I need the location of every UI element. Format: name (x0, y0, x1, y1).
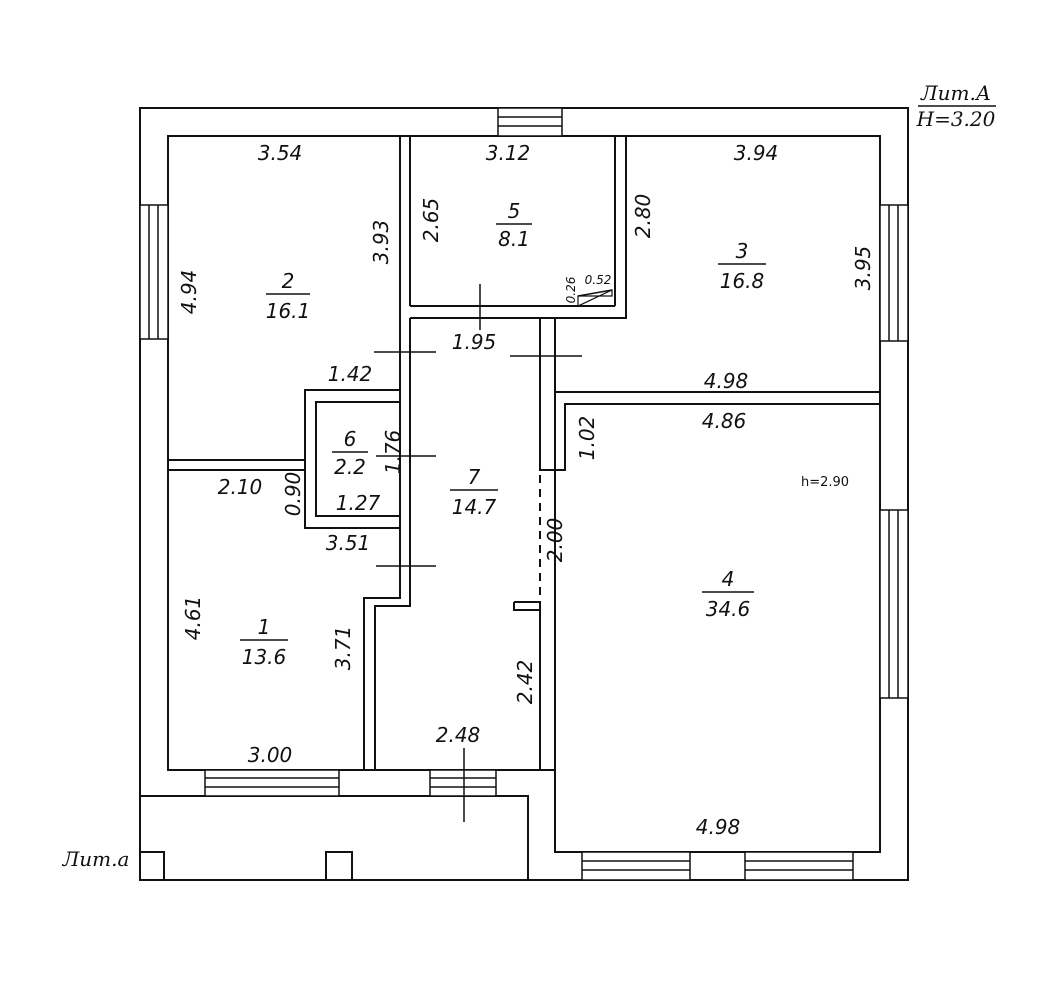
room-3-number: 3 (736, 239, 749, 263)
wall-r5-bottom (410, 305, 615, 319)
dim-r3-top: 3.94 (734, 141, 779, 165)
dim-r6-bottom: 1.27 (336, 491, 381, 515)
dim-opening: 2.00 (543, 518, 567, 563)
dim-r5-small-b: 0.52 (585, 273, 612, 287)
dim-r5-top: 3.12 (486, 141, 531, 165)
dim-r4-top: 4.86 (702, 409, 747, 433)
annex-outline (139, 796, 528, 881)
room-2-number: 2 (282, 269, 295, 293)
dim-r2-top: 3.54 (258, 141, 303, 165)
wall-r2-r5 (399, 136, 411, 390)
r5-chamfer (577, 289, 613, 307)
dim-r1-top: 2.10 (218, 475, 263, 499)
annotations: Лит.А H=3.20 Лит.а h=2.90 (62, 81, 996, 871)
dim-r5-left: 2.65 (419, 198, 443, 243)
window-left (139, 204, 169, 340)
window-bottom-r4-right (744, 851, 854, 881)
walls (139, 107, 909, 881)
dim-r3-bottom: 4.98 (704, 369, 749, 393)
room-3-label: 3 16.8 (718, 239, 766, 293)
dim-r5-small-a: 0.26 (564, 276, 578, 303)
room4-height-label: h=2.90 (801, 475, 849, 490)
window-bottom-corridor (429, 769, 497, 797)
wall-corridor-left (363, 318, 411, 770)
room-1-label: 1 13.6 (240, 615, 288, 669)
room-1-area: 13.6 (242, 645, 287, 669)
room-7-area: 14.7 (452, 495, 497, 519)
dim-r1-notch: 0.90 (281, 472, 305, 517)
dim-r7-bottom: 2.48 (436, 723, 481, 747)
annex-block-mid (325, 851, 353, 881)
window-top (497, 107, 563, 137)
room-5-number: 5 (508, 199, 521, 223)
room-labels: 2 16.1 5 8.1 3 16.8 6 2.2 7 14.7 1 13.6 (240, 199, 766, 669)
room-4-label: 4 34.6 (702, 567, 754, 621)
room-5-area: 8.1 (498, 227, 530, 251)
inner-wall-outline (167, 135, 881, 853)
room-4-area: 34.6 (706, 597, 751, 621)
room-5-label: 5 8.1 (496, 199, 532, 251)
dim-r3-left: 2.80 (631, 194, 655, 239)
window-bottom-r4-left (581, 851, 691, 881)
door-marks (374, 284, 613, 822)
dim-r4-notch: 1.02 (575, 416, 599, 461)
dim-r2-bottom: 1.42 (328, 362, 373, 386)
dimension-labels: 3.54 3.12 3.94 4.94 3.93 2.65 2.80 3.95 … (177, 141, 875, 839)
window-right-bottom (879, 509, 909, 699)
dim-r7-top: 1.95 (452, 330, 497, 354)
lit-annex-label: Лит.а (62, 847, 130, 871)
room-6-number: 6 (344, 427, 357, 451)
window-right-top (879, 204, 909, 342)
dim-r1-bottom: 3.00 (248, 743, 293, 767)
lit-main-label: Лит.А (920, 81, 991, 105)
dim-r2-left: 4.94 (177, 270, 201, 315)
dim-r4-bottom: 4.98 (696, 815, 741, 839)
room-3-area: 16.8 (720, 269, 765, 293)
dim-r2-right: 3.93 (369, 220, 393, 265)
dim-r1-left: 4.61 (181, 596, 205, 641)
wall-r4-left (513, 392, 556, 770)
room-2-area: 16.1 (266, 299, 311, 323)
wall-r2-r1 (168, 459, 305, 471)
wall-r5-r3 (555, 136, 627, 319)
annex-block-left (139, 851, 165, 881)
dim-r1-top-right: 3.51 (326, 531, 371, 555)
dim-r3-right: 3.95 (851, 246, 875, 291)
height-main-label: H=3.20 (916, 107, 996, 131)
dim-r7-lower: 2.42 (513, 660, 537, 705)
dim-r6-right: 1.76 (381, 430, 405, 475)
room-2-label: 2 16.1 (266, 269, 311, 323)
room-6-label: 6 2.2 (332, 427, 368, 479)
dim-r1-right: 3.71 (331, 626, 355, 671)
room-4-number: 4 (722, 567, 735, 591)
room-1-number: 1 (258, 615, 271, 639)
window-bottom-r1 (204, 769, 340, 797)
room-7-label: 7 14.7 (450, 465, 498, 519)
room-6-area: 2.2 (334, 455, 366, 479)
windows (139, 107, 909, 881)
room-7-number: 7 (468, 465, 481, 489)
